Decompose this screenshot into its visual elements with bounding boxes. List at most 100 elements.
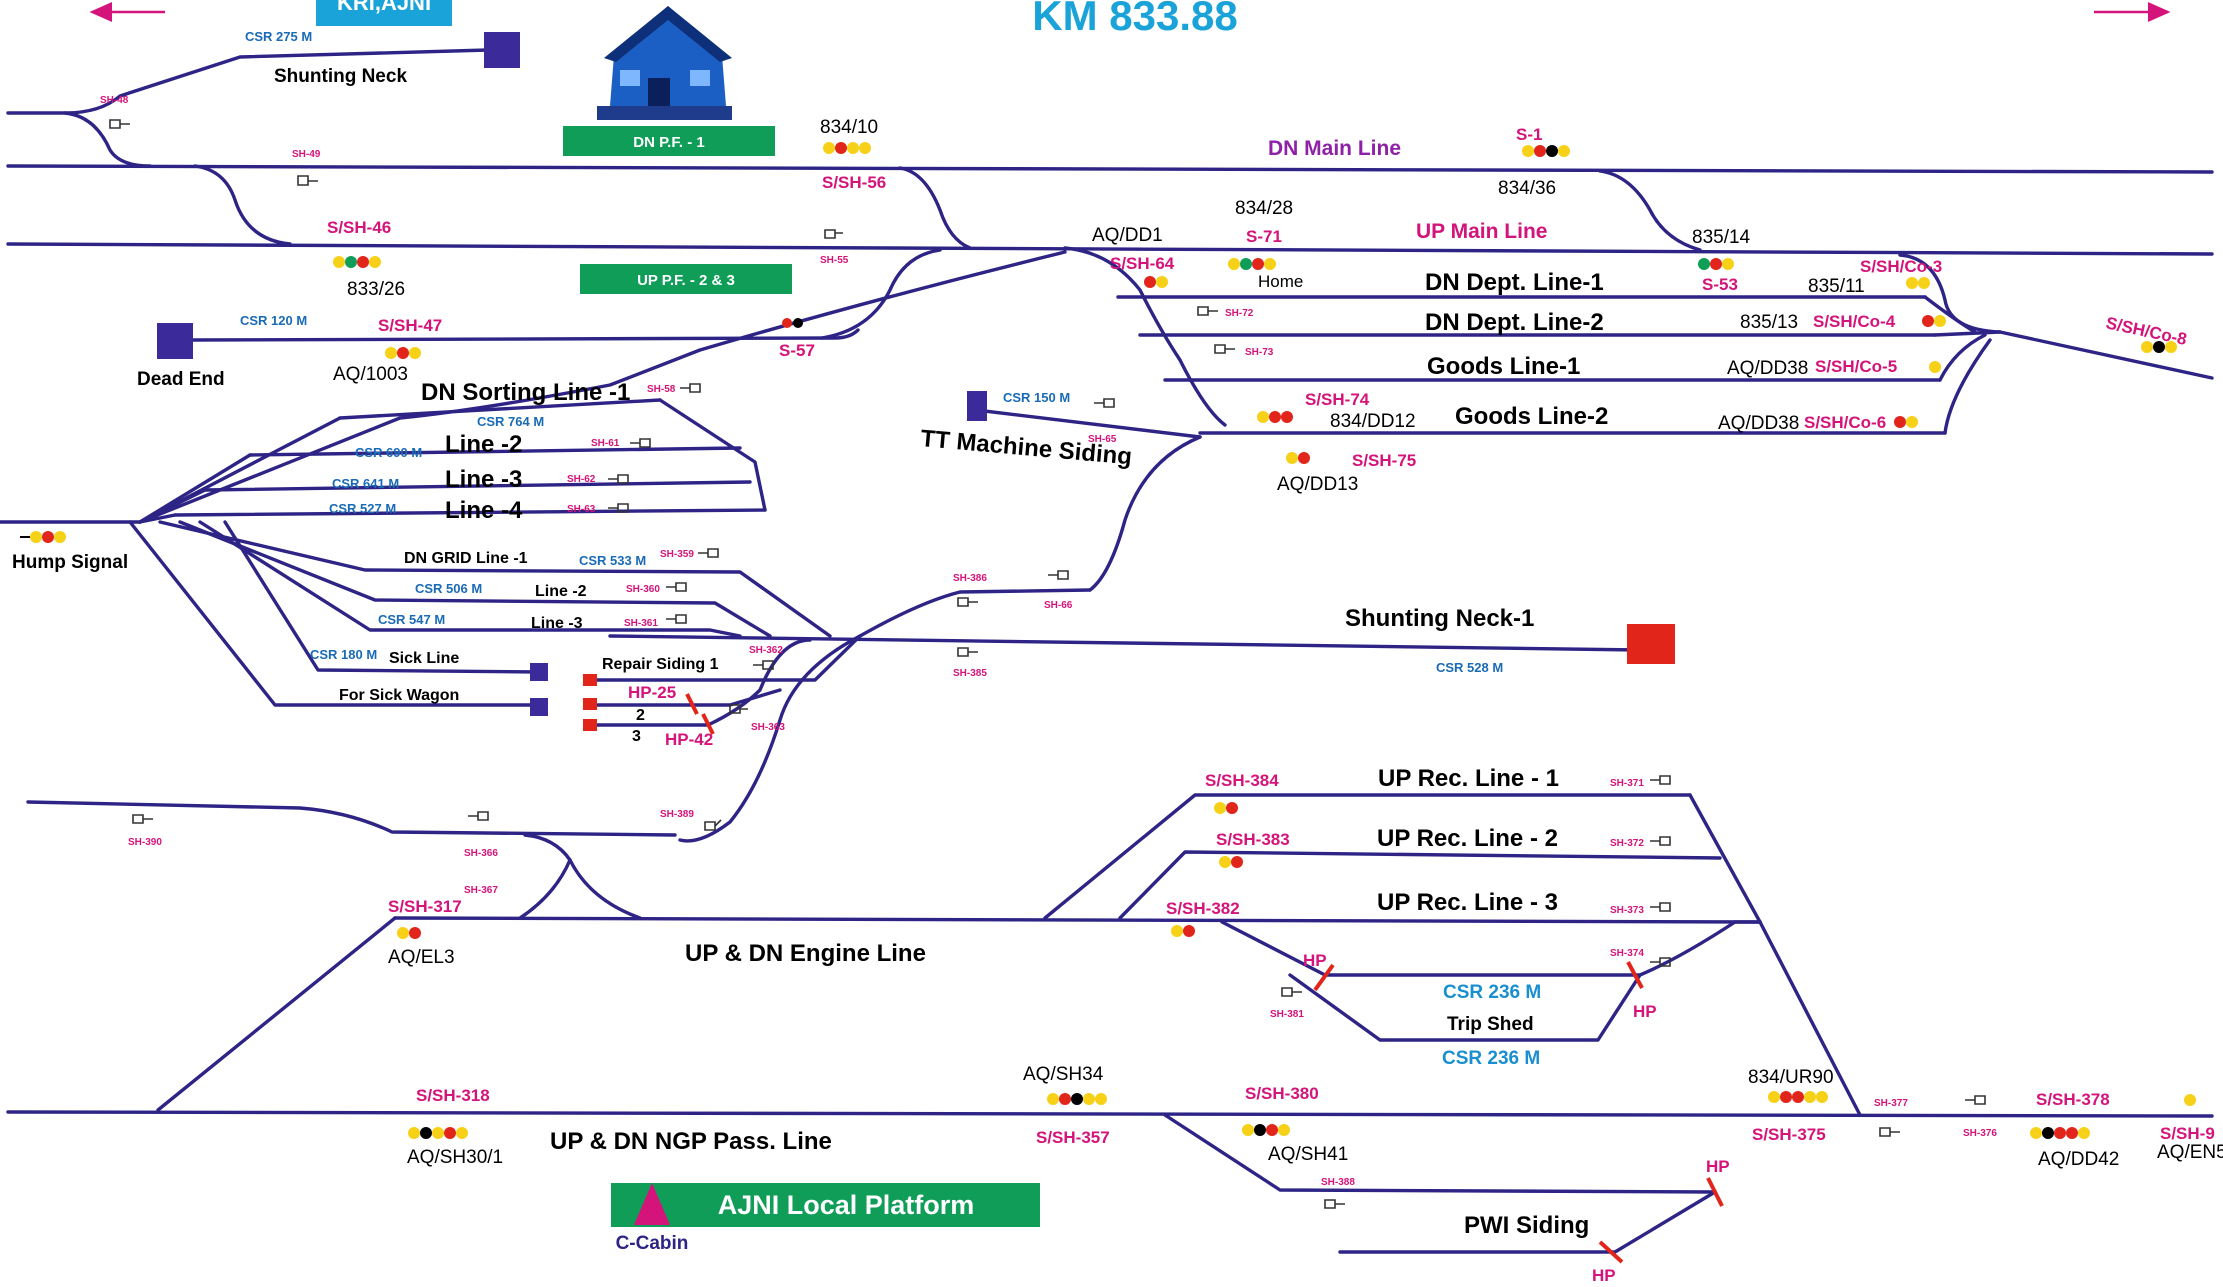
csr-150: CSR 150 M (1003, 390, 1070, 405)
sick-line-buffer (530, 663, 548, 681)
pwi-hp-top-icon (1706, 1177, 1724, 1207)
hump-signal-label: Hump Signal (12, 552, 128, 573)
signal-co5-icon (1929, 361, 1941, 373)
code-aqsh34: AQ/SH34 (1023, 1064, 1104, 1085)
shunt-signal-glyphs (109, 119, 1986, 1209)
sh-390: SH-390 (128, 837, 162, 848)
sort-line4-label: Line -4 (445, 497, 523, 524)
code-aq1003: AQ/1003 (333, 364, 408, 385)
sort-line2-label: Line -2 (445, 431, 522, 458)
code-ur90: 834/UR90 (1748, 1067, 1834, 1088)
engine-line-label: UP & DN Engine Line (685, 940, 926, 967)
signal-ssh384-icon (1214, 802, 1238, 814)
signal-ssh46-icon (333, 256, 381, 268)
sh-363: SH-363 (751, 722, 785, 733)
shunt-glyph-sh61-icon (630, 438, 651, 448)
csr-528: CSR 528 M (1436, 660, 1503, 675)
sig-ssh380: S/SH-380 (1245, 1084, 1319, 1103)
code-834-36: 834/36 (1498, 178, 1556, 199)
signal-834-10-icon (823, 142, 871, 154)
sig-hp25: HP-25 (628, 683, 676, 702)
up-rec3-label: UP Rec. Line - 3 (1377, 889, 1558, 916)
sh-362: SH-362 (749, 645, 783, 656)
sh-49: SH-49 (292, 149, 321, 160)
sh-48: SH-48 (100, 95, 129, 106)
shunt-glyph-sh389-icon (704, 819, 722, 831)
csr-275: CSR 275 M (245, 29, 312, 44)
sh-72: SH-72 (1225, 308, 1254, 319)
hp25-marker-icon (685, 693, 699, 715)
csr-641: CSR 641 M (332, 476, 399, 491)
sh-377: SH-377 (1874, 1098, 1908, 1109)
sig-ssh375: S/SH-375 (1752, 1125, 1826, 1144)
code-834-10: 834/10 (820, 117, 878, 138)
signal-aqsh30-icon (408, 1127, 468, 1139)
shunt-glyph-sh390-icon (132, 814, 153, 824)
sh-372: SH-372 (1610, 838, 1644, 849)
code-aqsh41: AQ/SH41 (1268, 1144, 1348, 1165)
shunt-glyph-sh65-icon (1094, 398, 1115, 408)
station-badge (316, 0, 452, 26)
goods1-label: Goods Line-1 (1427, 353, 1580, 380)
sh-55: SH-55 (820, 255, 849, 266)
dn-main-line-label: DN Main Line (1268, 137, 1401, 160)
sh-359: SH-359 (660, 549, 694, 560)
shunt-glyph-sh359-icon (698, 548, 719, 558)
csr-690: CSR 690 M (355, 445, 422, 460)
signal-s1-icon (1522, 145, 1570, 157)
sig-s71: S-71 (1246, 227, 1282, 246)
sig-ssh318: S/SH-318 (416, 1086, 490, 1105)
hp42-marker-icon (701, 713, 715, 735)
repair-stop-1 (583, 674, 597, 686)
sig-s57: S-57 (779, 341, 815, 360)
dn-dept1-label: DN Dept. Line-1 (1425, 269, 1604, 296)
shunt-glyph-sh376-icon (1965, 1095, 1986, 1105)
sig-co5: S/SH/Co-5 (1815, 357, 1897, 376)
shunt-glyph-sh48-icon (109, 119, 130, 129)
tt-machine-buffer (967, 391, 987, 421)
repair-siding-label: Repair Siding 1 (602, 656, 719, 673)
sick-line-label: Sick Line (389, 650, 459, 667)
station-building-icon (597, 6, 732, 120)
shunt-labels: SH-48 SH-49 SH-55 SH-58 SH-61 SH-62 SH-6… (100, 95, 1997, 1188)
code-835-11: 835/11 (1808, 276, 1865, 297)
sig-ssh357: S/SH-357 (1036, 1128, 1110, 1147)
csr-527: CSR 527 M (329, 501, 396, 516)
sig-ssh378: S/SH-378 (2036, 1090, 2110, 1109)
hp-markers (685, 693, 1724, 1264)
code-aqsh30: AQ/SH30/1 (407, 1147, 503, 1168)
sig-hp-tripshed-left: HP (1303, 951, 1327, 970)
repair-stop-2 (583, 698, 597, 710)
sig-hp-pwi-top: HP (1706, 1157, 1730, 1176)
code-labels: 834/10 834/36 834/28 Home 835/14 833/26 … (333, 117, 2223, 1170)
trip-shed-label: Trip Shed (1447, 1014, 1534, 1035)
sig-ssh317: S/SH-317 (388, 897, 462, 916)
sh-388: SH-388 (1321, 1177, 1355, 1188)
code-833-26: 833/26 (347, 279, 405, 300)
sh-381: SH-381 (1270, 1009, 1304, 1020)
signal-ssh47-icon (385, 347, 421, 359)
signal-ssh382-icon (1171, 925, 1195, 937)
trip-shed-hp-left-icon (1313, 963, 1335, 992)
signal-co8-icon (2141, 341, 2177, 353)
sort-line3-label: Line -3 (445, 466, 522, 493)
sig-co3: S/SH/Co-3 (1860, 257, 1942, 276)
sh-366: SH-366 (464, 848, 498, 859)
sig-ssh74: S/SH-74 (1305, 390, 1370, 409)
csr-533: CSR 533 M (579, 553, 646, 568)
sh-73: SH-73 (1245, 347, 1274, 358)
station-name: KRI,AJNI (337, 0, 431, 15)
csr-180: CSR 180 M (310, 647, 377, 662)
repair-2-label: 2 (636, 707, 645, 724)
sig-hp-pwi-bottom: HP (1592, 1266, 1616, 1285)
shunt-glyph-sh63-icon (608, 503, 629, 513)
signal-ssh74-icon (1257, 411, 1293, 423)
tt-machine-siding-label: TT Machine Siding (919, 425, 1133, 470)
sh-367: SH-367 (464, 885, 498, 896)
ngp-pass-line-label: UP & DN NGP Pass. Line (550, 1128, 832, 1155)
sig-ssh64: S/SH-64 (1110, 254, 1175, 273)
signal-s53-icon (1698, 258, 1734, 270)
shunting-neck1-label: Shunting Neck-1 (1345, 605, 1534, 632)
sick-wagon-label: For Sick Wagon (339, 687, 459, 704)
pwi-hp-bottom-icon (1598, 1240, 1624, 1264)
